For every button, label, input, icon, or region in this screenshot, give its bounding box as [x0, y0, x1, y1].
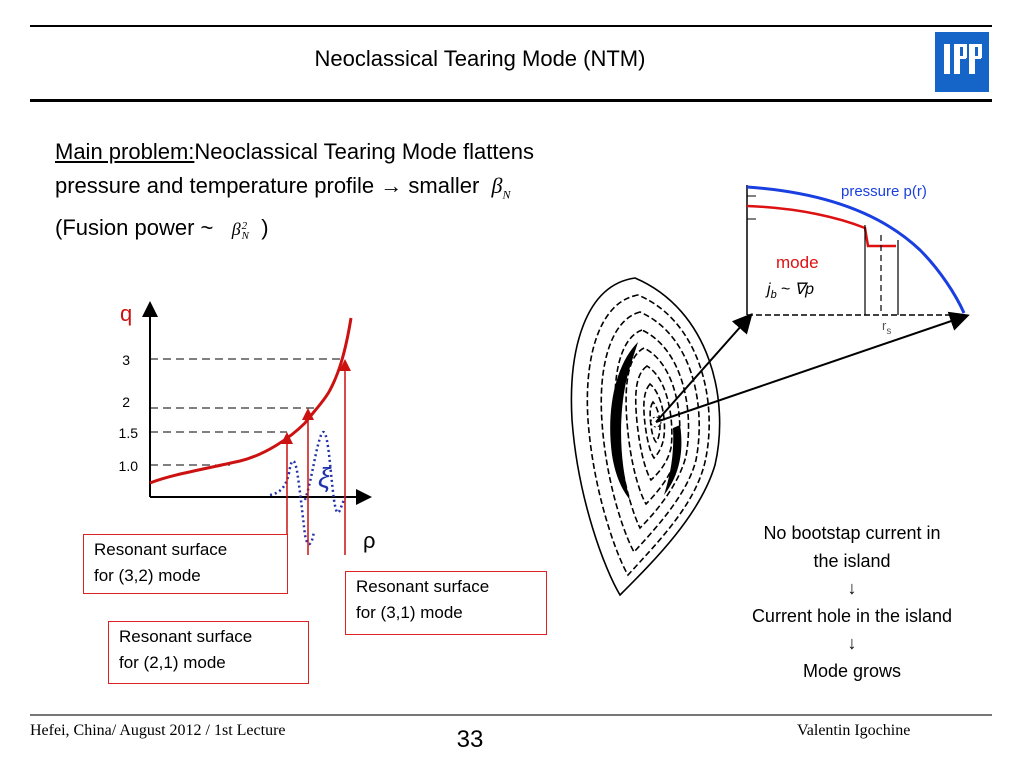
problem-line3-end: ) — [261, 215, 269, 241]
tokamak-pressure-diagram: pressure p(r) mode jb~ ∇p rs — [570, 183, 970, 597]
top-rule — [30, 25, 992, 27]
footer-rule — [30, 714, 992, 716]
page-number: 33 — [456, 726, 484, 753]
tick-1-0: 1.0 — [119, 458, 139, 474]
magnetic-island-right — [664, 425, 682, 495]
header-rule — [30, 99, 992, 102]
down-arrow-1: ↓ — [847, 578, 857, 598]
island-notes: No bootstap current in the island ↓ Curr… — [712, 520, 992, 685]
down-arrow-2: ↓ — [847, 633, 857, 653]
slide-title: Neoclassical Tearing Mode (NTM) — [314, 46, 646, 71]
main-problem-text: Main problem:Neoclassical Tearing Mode f… — [55, 135, 534, 246]
footer-right: Valentin Igochine — [797, 722, 911, 739]
mode-curve — [746, 204, 896, 248]
main-problem-label: Main problem: — [55, 139, 195, 164]
note-line1: No bootstap current in — [763, 523, 941, 543]
problem-line2: pressure and temperature profile → small… — [55, 173, 480, 198]
pressure-label: pressure p(r) — [841, 183, 927, 200]
tick-2: 2 — [122, 394, 130, 410]
xi-symbol: ξ — [318, 462, 332, 493]
beta-n-symbol: βN — [491, 173, 511, 202]
tick-3: 3 — [122, 352, 130, 368]
flux-surface-outer — [570, 277, 721, 597]
note-line3: Current hole in the island — [751, 605, 953, 626]
arrow-to-axis — [655, 313, 753, 423]
rs-label: rs — [882, 318, 891, 337]
problem-line3-start: (Fusion power ~ — [55, 215, 214, 241]
q-profile-curve — [149, 317, 353, 485]
note-line2: the island — [813, 550, 891, 571]
problem-line1: Neoclassical Tearing Mode flattens — [194, 139, 534, 164]
q-axis-label: q — [120, 301, 132, 326]
arrow-to-edge — [655, 311, 970, 423]
xi-perturbation-1 — [269, 459, 316, 546]
q-profile-plot: 3 2 1.5 1.0 q ρ ξ — [119, 301, 376, 555]
footer-left: Hefei, China/ August 2012 / 1st Lecture — [30, 722, 286, 739]
tick-1-5: 1.5 — [119, 425, 139, 441]
rho-axis-label: ρ — [363, 528, 376, 553]
jb-label: jb~ ∇p — [765, 281, 814, 301]
ipp-logo — [935, 32, 989, 92]
pressure-curve — [746, 185, 966, 314]
mode-label: mode — [776, 253, 819, 272]
note-line4: Mode grows — [802, 660, 902, 681]
magnetic-island-left — [610, 342, 638, 500]
